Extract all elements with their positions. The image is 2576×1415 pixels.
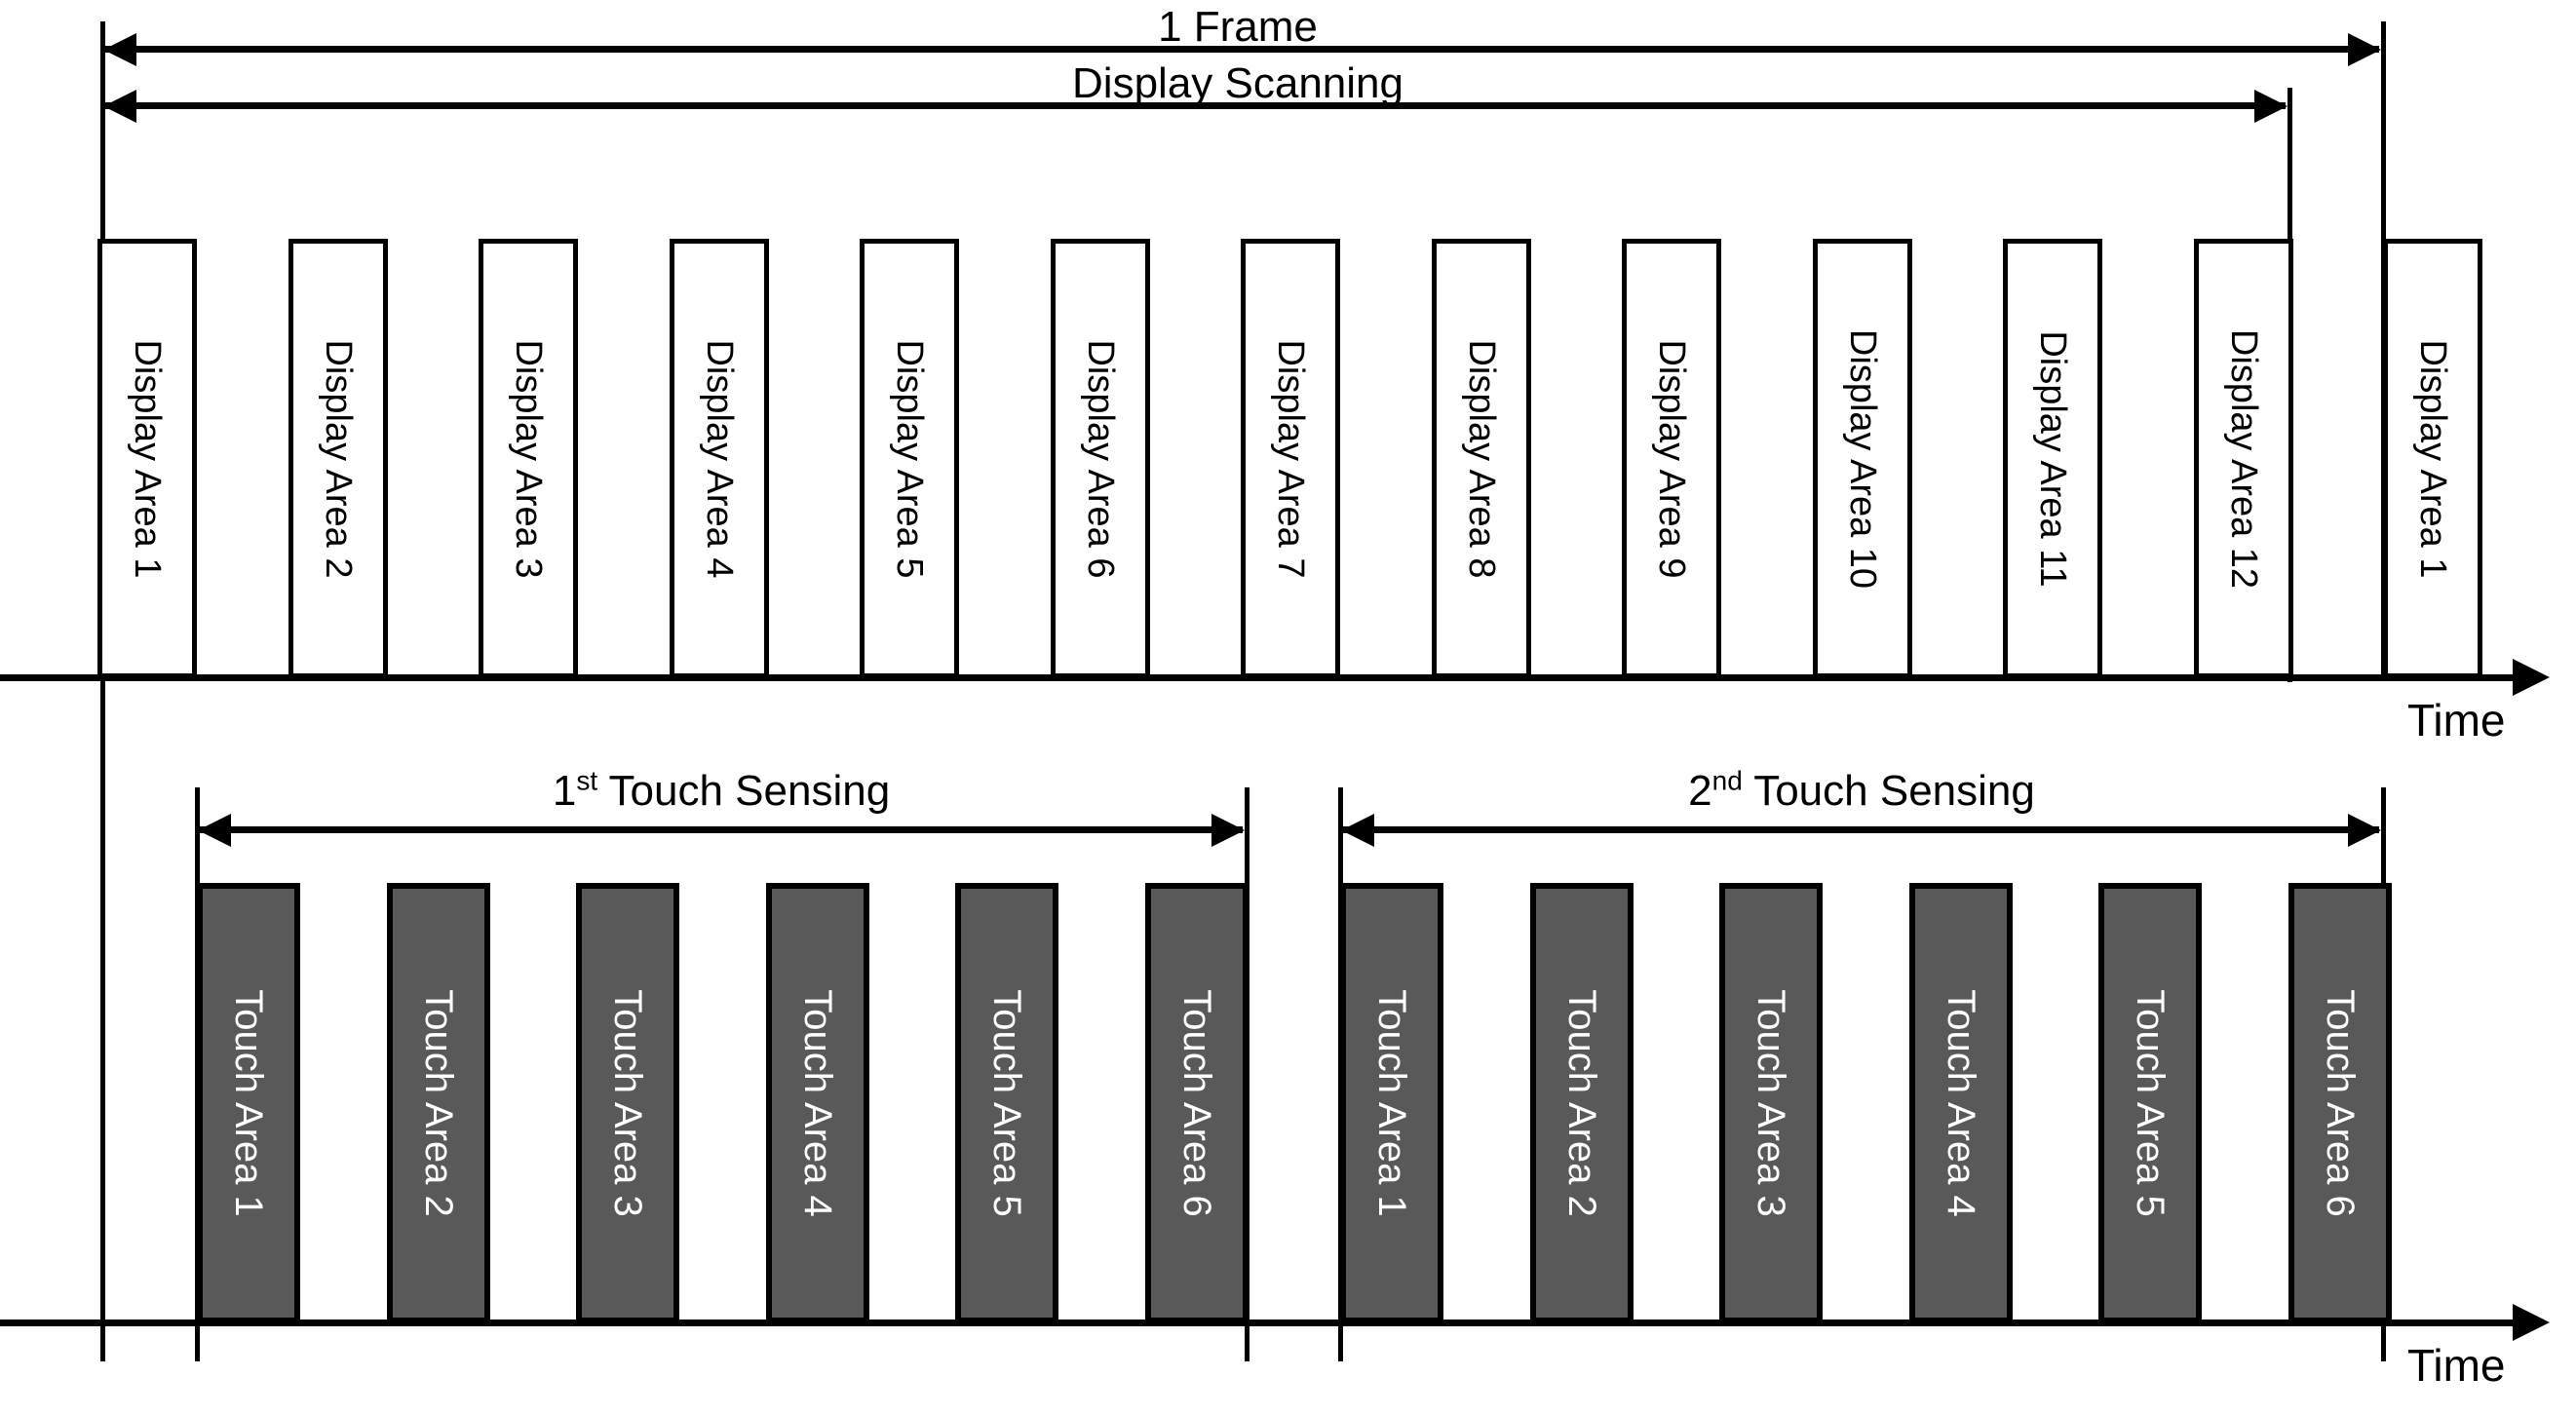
bottom-time-label: Time [2407,1340,2506,1391]
top-time-axis [0,674,2515,681]
display-area-box: Display Area 12 [2194,239,2293,678]
display-area-label: Display Area 1 [2412,338,2453,579]
display-area-label: Display Area 1 [127,338,168,579]
touch-area-label: Touch Area 2 [417,989,460,1217]
display-area-box: Display Area 9 [1622,239,1721,678]
frame-arrow [105,46,2379,53]
bottom-time-axis-arrowhead [2513,1304,2550,1341]
display-area-box: Display Area 5 [860,239,959,678]
scanning-caption: Display Scanning [965,62,1511,105]
display-area-box: Display Area 2 [288,239,388,678]
touch-area-label: Touch Area 1 [1370,989,1413,1217]
frame-label: 1 Frame [1158,3,1318,51]
touch-area-label: Touch Area 5 [985,989,1028,1217]
display-area-label: Display Area 4 [699,338,740,579]
touch-group2-caption: 2nd Touch Sensing [1433,767,2290,815]
display-area-label: Display Area 12 [2223,328,2264,589]
display-area-box: Display Area 6 [1051,239,1150,678]
touch-area-box: Touch Area 3 [1719,883,1823,1323]
touch-area-box: Touch Area 2 [387,883,490,1323]
touch-group2-label-tail: Touch Sensing [1742,767,2035,815]
touch-area-box: Touch Area 2 [1530,883,1634,1323]
display-area-box: Display Area 1 [2383,239,2482,678]
display-area-box: Display Area 10 [1813,239,1912,678]
touch-group1-label-tail: Touch Sensing [597,767,891,815]
touch-group2-arrow [1343,826,2379,833]
touch-area-label: Touch Area 2 [1560,989,1603,1217]
touch-group1-ordinal-suffix: st [576,765,598,796]
display-area-box: Display Area 3 [479,239,578,678]
touch-area-label: Touch Area 3 [606,989,649,1217]
bottom-time-axis [0,1319,2515,1326]
display-area-box: Display Area 11 [2003,239,2102,678]
top-time-label: Time [2407,695,2506,746]
frame-start-line [100,21,105,1361]
touch-area-box: Touch Area 6 [2288,883,2392,1323]
display-area-label: Display Area 10 [1842,328,1883,589]
display-area-label: Display Area 3 [508,338,549,579]
touch-group1-arrow [200,826,1243,833]
touch-area-box: Touch Area 4 [766,883,869,1323]
display-area-label: Display Area 8 [1461,338,1502,579]
touch-area-box: Touch Area 5 [2098,883,2202,1323]
frame-caption: 1 Frame [1014,6,1462,49]
scanning-label: Display Scanning [1072,59,1403,107]
display-area-label: Display Area 9 [1651,338,1692,579]
display-area-label: Display Area 11 [2032,329,2073,588]
top-time-axis-arrowhead [2513,659,2550,696]
touch-group1-caption: 1st Touch Sensing [292,767,1150,815]
touch-area-box: Touch Area 5 [955,883,1058,1323]
display-area-label: Display Area 2 [318,338,359,579]
display-area-label: Display Area 5 [889,338,930,579]
scanning-arrow [105,102,2286,109]
touch-area-label: Touch Area 4 [1940,989,1982,1217]
touch-area-box: Touch Area 4 [1909,883,2013,1323]
touch-group1-ordinal: 1 [552,767,577,815]
touch-area-box: Touch Area 3 [576,883,679,1323]
touch-area-box: Touch Area 6 [1145,883,1249,1323]
touch-area-box: Touch Area 1 [1340,883,1443,1323]
touch-area-label: Touch Area 3 [1749,989,1792,1217]
touch-area-box: Touch Area 1 [197,883,300,1323]
display-area-box: Display Area 7 [1241,239,1340,678]
touch-area-label: Touch Area 4 [796,989,839,1217]
display-area-box: Display Area 8 [1432,239,1531,678]
display-area-box: Display Area 4 [670,239,769,678]
touch-area-label: Touch Area 6 [2319,989,2362,1217]
display-area-box: Display Area 1 [97,239,197,678]
display-area-label: Display Area 7 [1270,338,1311,579]
touch-group2-ordinal-suffix: nd [1711,765,1743,796]
touch-group2-ordinal: 2 [1688,767,1712,815]
display-area-label: Display Area 6 [1080,338,1121,579]
touch-area-label: Touch Area 6 [1175,989,1218,1217]
touch-area-label: Touch Area 1 [227,989,270,1217]
touch-area-label: Touch Area 5 [2129,989,2172,1217]
